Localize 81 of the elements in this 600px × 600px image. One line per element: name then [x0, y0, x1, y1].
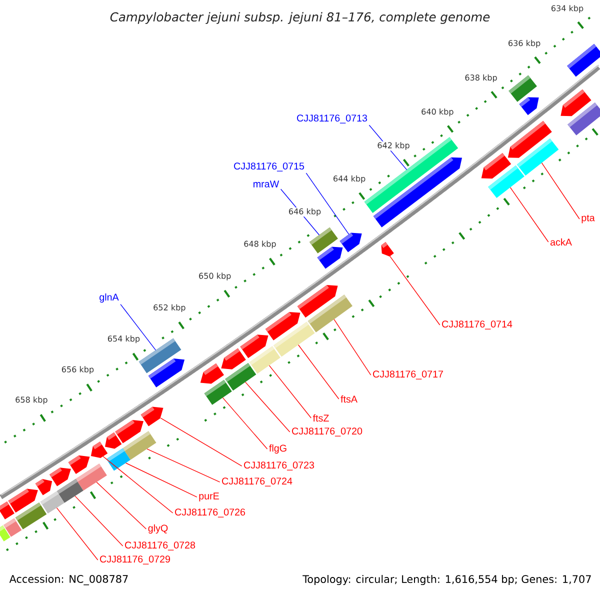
gene-label: flgG	[269, 444, 286, 454]
gene-box	[225, 363, 256, 391]
gene-label: ftsZ	[312, 414, 329, 422]
gene-box	[516, 138, 559, 176]
tick-label: 656 kbp	[60, 365, 95, 375]
gene-block	[340, 232, 362, 252]
leader-line	[102, 456, 174, 514]
leader-line	[541, 162, 580, 220]
gene-label: glyQ	[148, 524, 168, 534]
gene-block	[104, 432, 122, 449]
tick-label: 648 kbp	[242, 240, 277, 250]
leader-line	[222, 397, 268, 450]
gene-box	[0, 502, 14, 520]
leader-line	[268, 365, 312, 418]
gene-label: CJJ81176_0714	[442, 320, 512, 330]
gene-box	[40, 491, 64, 514]
gene-label: CJJ81176_0720	[292, 428, 362, 436]
leader-line	[74, 496, 124, 546]
leader-line	[160, 418, 242, 466]
leader-line	[96, 482, 147, 530]
leader-line	[510, 187, 549, 242]
gene-block	[200, 363, 224, 384]
tick-label: 644 kbp	[332, 174, 366, 184]
gene-block	[221, 348, 246, 370]
gene-label: CJJ81176_0713	[297, 114, 368, 124]
gene-label: CJJ81176_0729	[100, 556, 170, 564]
genome-info-text: Topology: circular; Length: 1,616,554 bp; Genes: 1,707	[302, 574, 591, 586]
leader-line	[244, 382, 290, 432]
leader-line	[334, 319, 372, 376]
gene-label: CJJ81176_0717	[373, 370, 443, 380]
gene-box	[308, 294, 352, 332]
accession-text: Accession: NC_008787	[9, 574, 128, 586]
gene-block	[373, 157, 462, 228]
gene-box	[0, 525, 10, 542]
tick-label: 646 kbp	[288, 208, 322, 217]
gene-box	[15, 502, 47, 530]
leader-line	[125, 462, 198, 498]
tick-label: 642 kbp	[376, 141, 411, 151]
gene-block	[481, 152, 512, 179]
gene-block	[90, 442, 108, 458]
gene-block	[68, 455, 90, 474]
tick-label: 650 kbp	[198, 272, 232, 282]
gene-block	[381, 242, 394, 256]
gene-label: purE	[199, 492, 219, 502]
gene-block	[140, 406, 164, 426]
tick-label: 634 kbp	[550, 4, 584, 14]
gene-box	[249, 346, 280, 374]
gene-block	[148, 358, 185, 388]
gene-box	[204, 380, 232, 405]
gene-box	[122, 431, 156, 460]
title: Campylobacter jejuni subsp. jejuni 81–176, complete genome	[110, 12, 490, 24]
gene-block	[317, 246, 343, 269]
gene-block	[35, 478, 52, 496]
gene-label: pta	[582, 214, 595, 224]
gene-label: glnA	[100, 293, 119, 303]
leader-line	[306, 172, 350, 235]
gene-label: CJJ81176_0724	[222, 478, 292, 486]
tick-label: 638 kbp	[464, 74, 498, 83]
tick-label: 652 kbp	[152, 304, 186, 313]
gene-block	[50, 468, 71, 486]
leader-line	[56, 507, 98, 560]
gene-box	[106, 448, 130, 471]
gene-label: mraW	[254, 180, 280, 188]
leader-line	[298, 344, 340, 400]
tick-label: 654 kbp	[106, 334, 141, 344]
leader-line	[146, 448, 220, 482]
leader-line	[120, 304, 156, 351]
leader-line	[390, 256, 440, 326]
gene-label: CJJ81176_0728	[125, 542, 196, 550]
gene-label: ackA	[550, 238, 572, 246]
gene-label: CJJ81176_0715	[234, 162, 304, 172]
gene-box	[273, 322, 315, 357]
gene-block	[560, 89, 592, 116]
gene-label: CJJ81176_0723	[244, 462, 314, 470]
tick-label: 640 kbp	[420, 108, 454, 117]
gene-label: ftsA	[340, 395, 358, 403]
gene-label: CJJ81176_0726	[175, 508, 246, 518]
tick-label: 636 kbp	[507, 39, 542, 48]
gene-block	[519, 97, 539, 116]
tick-label: 658 kbp	[14, 396, 48, 405]
gene-box	[567, 44, 600, 77]
